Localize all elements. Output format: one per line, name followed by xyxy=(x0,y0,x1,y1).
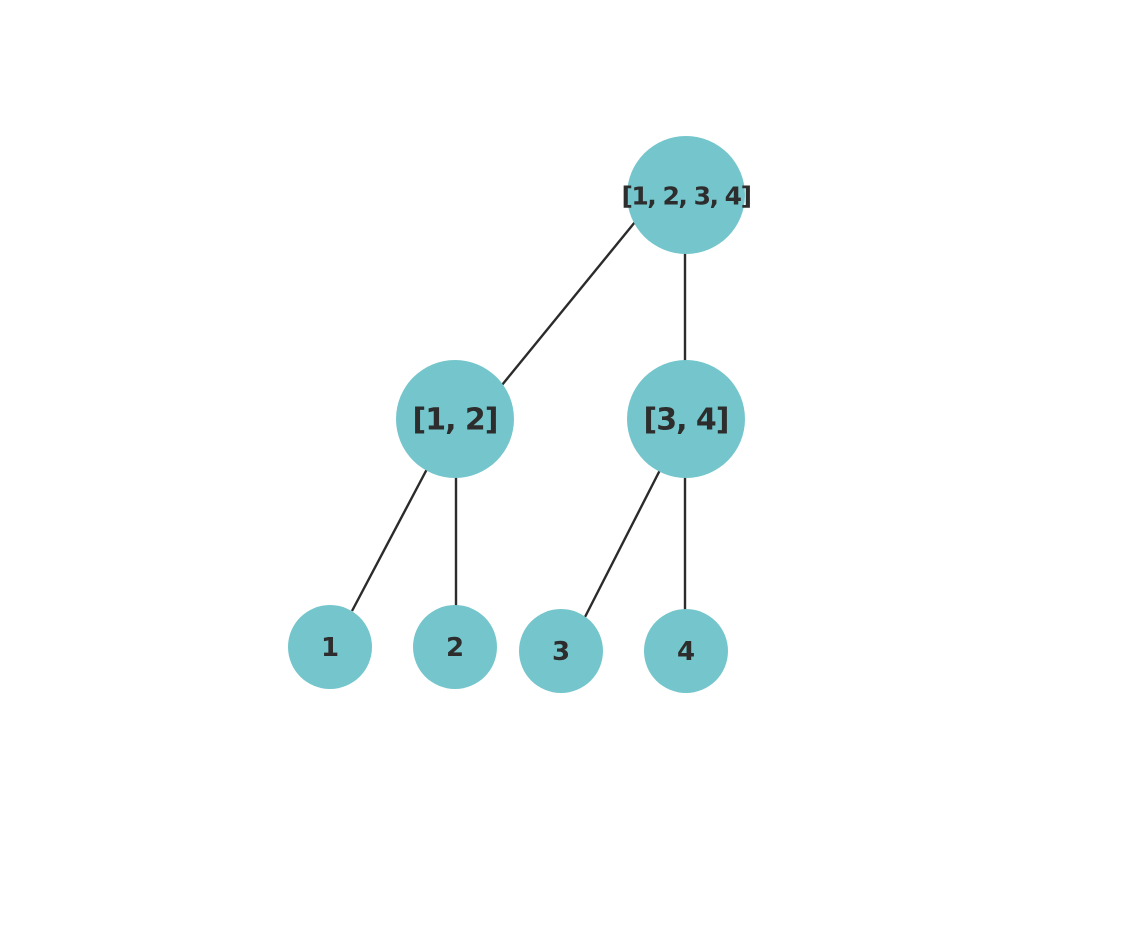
node-right-label: [3, 4] xyxy=(643,403,728,438)
node-leaf4-label: 4 xyxy=(677,637,695,667)
node-leaf2-circle xyxy=(413,605,497,689)
node-leaf4-circle xyxy=(644,609,728,693)
node-leaf3: 3 xyxy=(519,609,603,693)
node-leaf1-circle xyxy=(288,605,372,689)
node-leaf4: 4 xyxy=(644,609,728,693)
node-leaf3-circle xyxy=(519,609,603,693)
node-leaf3-label: 3 xyxy=(552,637,570,667)
node-right-circle xyxy=(627,360,745,478)
node-leaf1-label: 1 xyxy=(321,633,339,663)
node-left-label: [1, 2] xyxy=(412,403,497,438)
node-right: [3, 4] xyxy=(627,360,745,478)
node-root: [1, 2, 3, 4] xyxy=(621,136,752,254)
node-left: [1, 2] xyxy=(396,360,514,478)
edge-right-leaf3 xyxy=(583,469,662,618)
edge-left-leaf1 xyxy=(350,468,429,612)
node-root-label: [1, 2, 3, 4] xyxy=(621,182,750,211)
node-leaf1: 1 xyxy=(288,605,372,689)
node-leaf2: 2 xyxy=(413,605,497,689)
edges xyxy=(350,221,687,618)
node-root-circle xyxy=(627,136,745,254)
node-leaf2-label: 2 xyxy=(446,633,464,663)
edge-root-left xyxy=(501,221,636,386)
node-left-circle xyxy=(396,360,514,478)
